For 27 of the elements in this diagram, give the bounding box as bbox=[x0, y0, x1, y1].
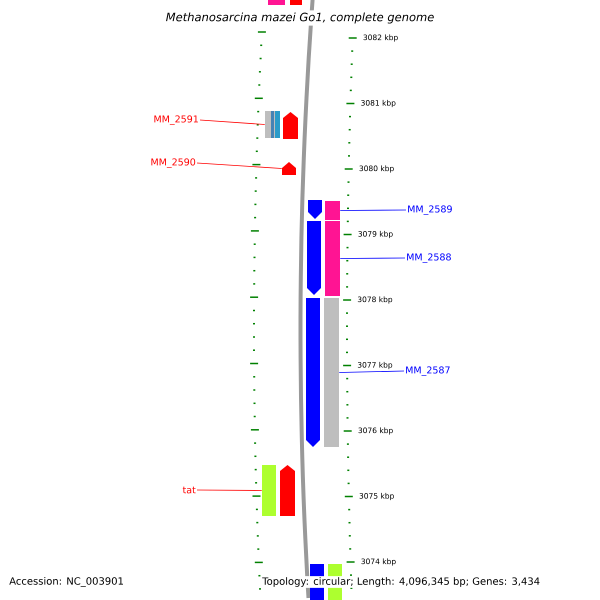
gene-block bbox=[325, 201, 340, 220]
leader-line bbox=[340, 210, 406, 211]
leader-line bbox=[200, 120, 266, 125]
gene-label: MM_2591 bbox=[154, 115, 198, 125]
gene-block bbox=[265, 111, 280, 138]
leader-line bbox=[196, 162, 282, 169]
gene-feature bbox=[306, 298, 320, 447]
gene-block bbox=[324, 298, 339, 447]
accession-text: Accession: NC_003901 bbox=[9, 577, 123, 587]
gene-label: MM_2587 bbox=[406, 366, 450, 376]
gene-block bbox=[290, 0, 302, 5]
title: Methanosarcina mazei Go1, complete genome bbox=[164, 10, 436, 26]
gene-label: MM_2588 bbox=[407, 253, 451, 263]
gene-label: MM_2589 bbox=[408, 205, 452, 215]
leader-line bbox=[340, 258, 406, 259]
gene-label: tat bbox=[182, 486, 196, 494]
gene-feature bbox=[307, 221, 321, 295]
leader-line bbox=[338, 370, 404, 373]
genome-info: Topology: circular; Length: 4,096,345 bp; Genes: 3,434 bbox=[261, 576, 542, 588]
gene-feature bbox=[283, 112, 298, 139]
gene-feature bbox=[282, 162, 296, 175]
gene-feature bbox=[280, 465, 295, 516]
leader-line bbox=[196, 490, 262, 491]
gene-block bbox=[262, 465, 276, 516]
gene-feature bbox=[308, 200, 322, 219]
gene-block bbox=[268, 0, 285, 5]
gene-label: MM_2590 bbox=[151, 158, 196, 168]
